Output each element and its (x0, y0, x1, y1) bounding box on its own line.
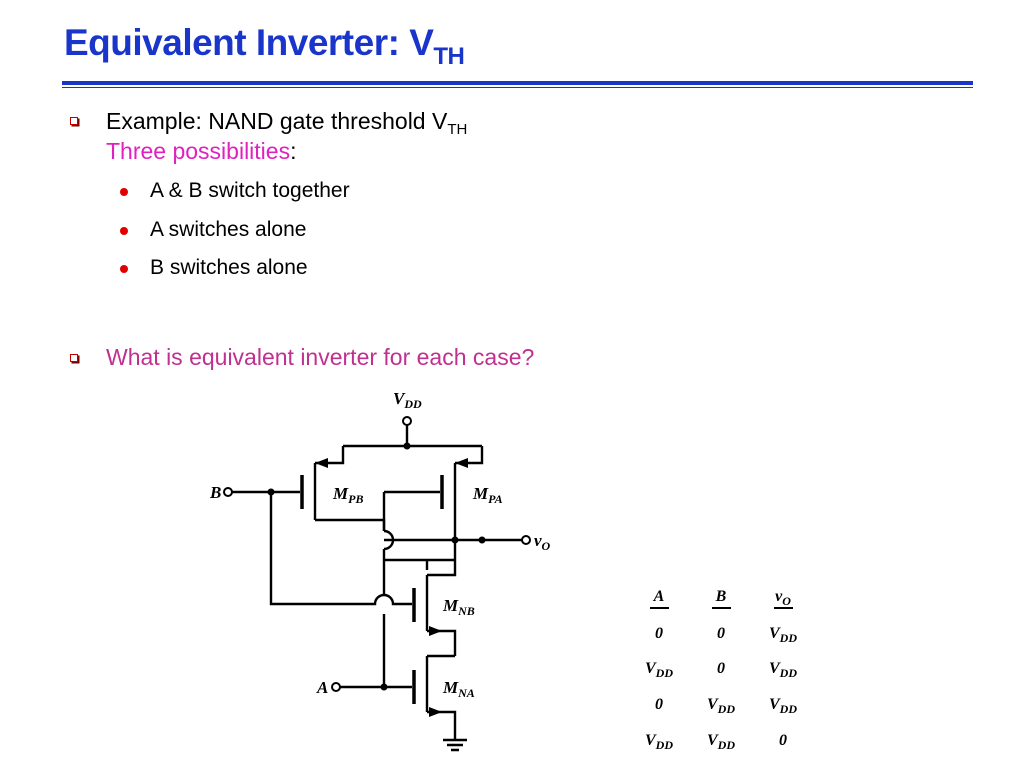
vdd-label: VDD (393, 389, 422, 411)
dot-bullet-icon (120, 265, 128, 273)
bullet-question: What is equivalent inverter for each cas… (106, 344, 535, 370)
output-terminal (521, 535, 531, 545)
mnb-arrow-icon (429, 626, 442, 636)
bullet-example-text: Example: NAND gate threshold V (106, 108, 448, 134)
possibilities-highlight: Three possibilities (106, 138, 291, 164)
bullet-possibilities: Three possibilities: (106, 138, 296, 165)
truth-table-cell: VDD (645, 660, 673, 680)
ground-icon (443, 738, 467, 752)
dot-bullet-icon (120, 227, 128, 235)
mpa-label: MPA (472, 484, 503, 506)
truth-table-cell: VDD (707, 696, 735, 716)
junction-dot (451, 536, 459, 544)
hop-over (383, 529, 395, 551)
bullet-example-subscript: TH (447, 121, 468, 138)
title-rule-thick (62, 81, 973, 85)
junction-dot (403, 442, 411, 450)
title-subscript: TH (433, 43, 465, 70)
input-a-label: A (316, 678, 328, 697)
sub-item-3: B switches alone (150, 256, 308, 279)
input-b-wire (232, 490, 412, 606)
mnb-label: MNB (442, 596, 475, 618)
truth-table-cell: VDD (769, 660, 797, 680)
junction-dot (380, 683, 388, 691)
square-bullet-icon (70, 354, 78, 362)
truth-table-cell: VDD (707, 732, 735, 752)
truth-table-cell: VDD (769, 625, 797, 645)
title-main: Equivalent Inverter: V (64, 22, 434, 63)
junction-dot (478, 536, 486, 544)
truth-table-header: vO (775, 588, 791, 608)
input-a-terminal (331, 682, 341, 692)
truth-table-header: A (653, 588, 665, 605)
truth-table-cell: 0 (779, 732, 787, 749)
mpa-arrow-icon (455, 458, 468, 468)
vdd-terminal (402, 416, 412, 426)
dot-bullet-icon (120, 188, 128, 196)
mpb-arrow-icon (315, 458, 328, 468)
truth-table-cell: 0 (717, 660, 725, 677)
sub-item-2: A switches alone (150, 218, 307, 241)
square-bullet-icon (70, 117, 78, 125)
possibilities-colon: : (290, 138, 297, 164)
junction-dot (267, 488, 275, 496)
truth-table-cell: 0 (717, 625, 725, 642)
mna-label: MNA (442, 678, 475, 700)
title-rule-thin (62, 87, 973, 88)
truth-table-cell: VDD (645, 732, 673, 752)
truth-table-cell: 0 (655, 696, 663, 713)
input-b-label: B (209, 483, 221, 502)
input-a-wire (340, 560, 412, 689)
truth-table-header: B (715, 588, 727, 605)
sub-item-1: A & B switch together (150, 179, 350, 202)
truth-table-cell: 0 (655, 625, 663, 642)
input-b-terminal (223, 487, 233, 497)
bullet-example: Example: NAND gate threshold VTH (106, 108, 467, 138)
mpb-label: MPB (332, 484, 363, 506)
output-label: vO (534, 531, 551, 553)
slide-title: Equivalent Inverter: VTH (64, 22, 465, 71)
truth-table-cell: VDD (769, 696, 797, 716)
mna-arrow-icon (429, 707, 442, 717)
